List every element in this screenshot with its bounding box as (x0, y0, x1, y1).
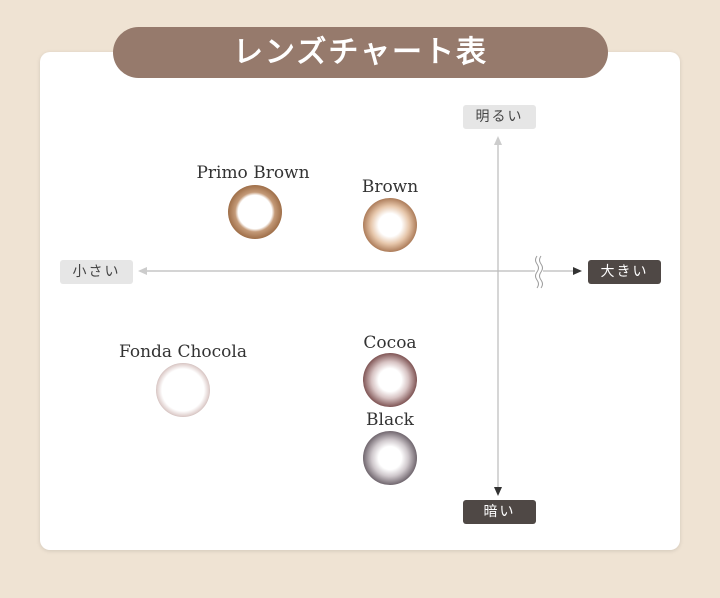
chart-card (40, 52, 680, 550)
lens-name: Fonda Chocola (119, 342, 247, 362)
lens-black (363, 431, 417, 485)
axis-break-icon (535, 255, 543, 289)
label-bright: 明るい (463, 105, 536, 129)
lens-name: Cocoa (363, 333, 417, 353)
arrow-right-icon (573, 267, 582, 275)
label-small: 小さい (60, 260, 133, 284)
arrow-up-icon (494, 136, 502, 145)
page-title: レンズチャート表 (113, 27, 608, 78)
lens-name: Primo Brown (196, 163, 310, 183)
arrow-down-icon (494, 487, 502, 496)
lens-fonda-chocola (156, 363, 210, 417)
arrow-left-icon (138, 267, 147, 275)
lens-cocoa (363, 353, 417, 407)
lens-brown (363, 198, 417, 252)
lens-primo-brown (228, 185, 282, 239)
label-dark: 暗い (463, 500, 536, 524)
lens-name: Brown (361, 177, 419, 197)
label-large: 大きい (588, 260, 661, 284)
lens-name: Black (366, 410, 414, 430)
